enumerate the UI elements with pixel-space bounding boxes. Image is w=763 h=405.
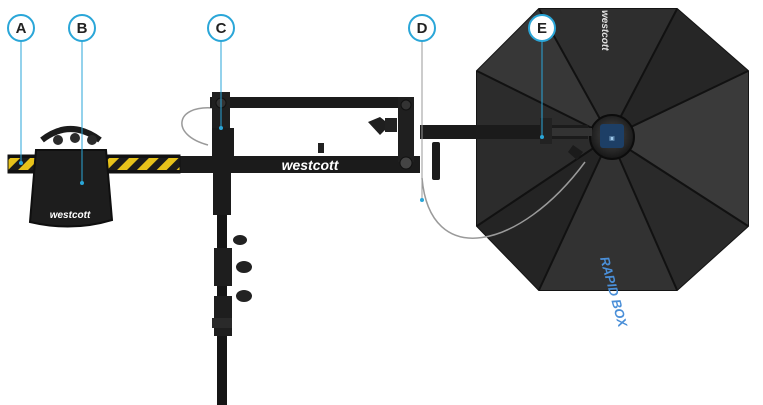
sandbag-logo: westcott <box>50 210 91 221</box>
stand-collar <box>214 296 232 336</box>
light-stand <box>212 173 252 405</box>
softbox-panel <box>610 71 748 226</box>
callout-a: A <box>7 14 35 42</box>
safety-cable <box>421 161 586 239</box>
softbox-panel <box>539 137 677 290</box>
softbox-panel <box>610 137 748 290</box>
stand-collar <box>214 248 232 286</box>
callout-d: D <box>408 14 436 42</box>
sandbag <box>28 126 114 228</box>
callout-e: E <box>528 14 556 42</box>
tension-knob <box>368 117 390 135</box>
softbox-panel <box>477 137 610 290</box>
sandbag-body <box>28 149 114 228</box>
callout-c: C <box>207 14 235 42</box>
end-bracket <box>398 97 414 162</box>
softbox-ribs <box>476 8 749 291</box>
speedlight-head <box>600 124 624 148</box>
boom-logo: westcott <box>282 157 340 173</box>
softbox-logo: westcott <box>599 10 610 51</box>
softbox-panel <box>477 71 610 226</box>
softbox-panel <box>477 9 610 137</box>
svg-text:▣: ▣ <box>609 136 615 142</box>
stand-knob <box>236 290 252 302</box>
callout-b: B <box>68 14 96 42</box>
softbox-panel <box>539 9 677 137</box>
tilt-handle <box>568 145 583 160</box>
hanging-grip <box>432 142 440 180</box>
stand-knob <box>233 235 247 245</box>
boom-beam <box>178 156 420 173</box>
mount-spring <box>552 128 592 136</box>
softbox: ▣ <box>476 8 749 291</box>
tether-loop <box>181 107 214 146</box>
upper-arm <box>210 97 410 108</box>
softbox-panel <box>610 9 748 137</box>
stand-coupler <box>213 173 231 215</box>
stand-knob <box>236 261 252 273</box>
